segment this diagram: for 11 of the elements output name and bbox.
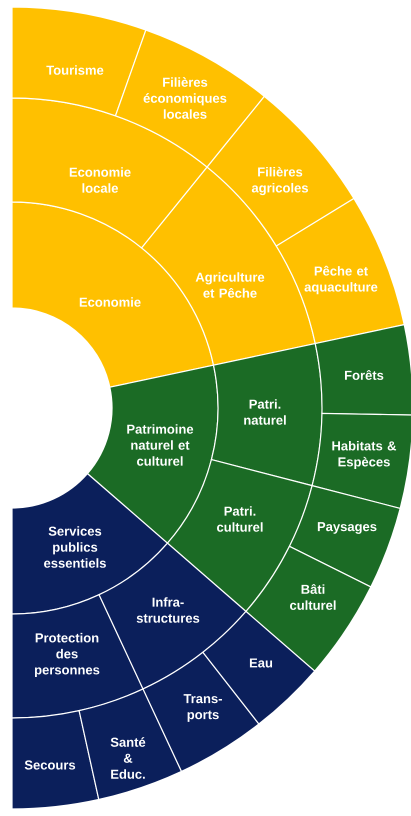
sunburst-segment: Secours bbox=[11, 710, 100, 810]
node-label: Paysages bbox=[318, 522, 376, 534]
sunburst-segment: Patri. naturel bbox=[210, 342, 323, 486]
sunburst-segment: Filières économiques locales bbox=[114, 29, 265, 168]
node-label: Secours bbox=[24, 760, 76, 770]
node-label: Habitats & Espèces bbox=[332, 440, 396, 470]
sunburst-segment: Pêche et aquaculture bbox=[276, 198, 405, 344]
sunburst-segment: Forêts bbox=[314, 324, 411, 416]
node-label: Forêts bbox=[344, 370, 384, 380]
sunburst-segment: Habitats & Espèces bbox=[312, 412, 411, 509]
sunburst-segment: Santé & Educ. bbox=[78, 688, 182, 800]
